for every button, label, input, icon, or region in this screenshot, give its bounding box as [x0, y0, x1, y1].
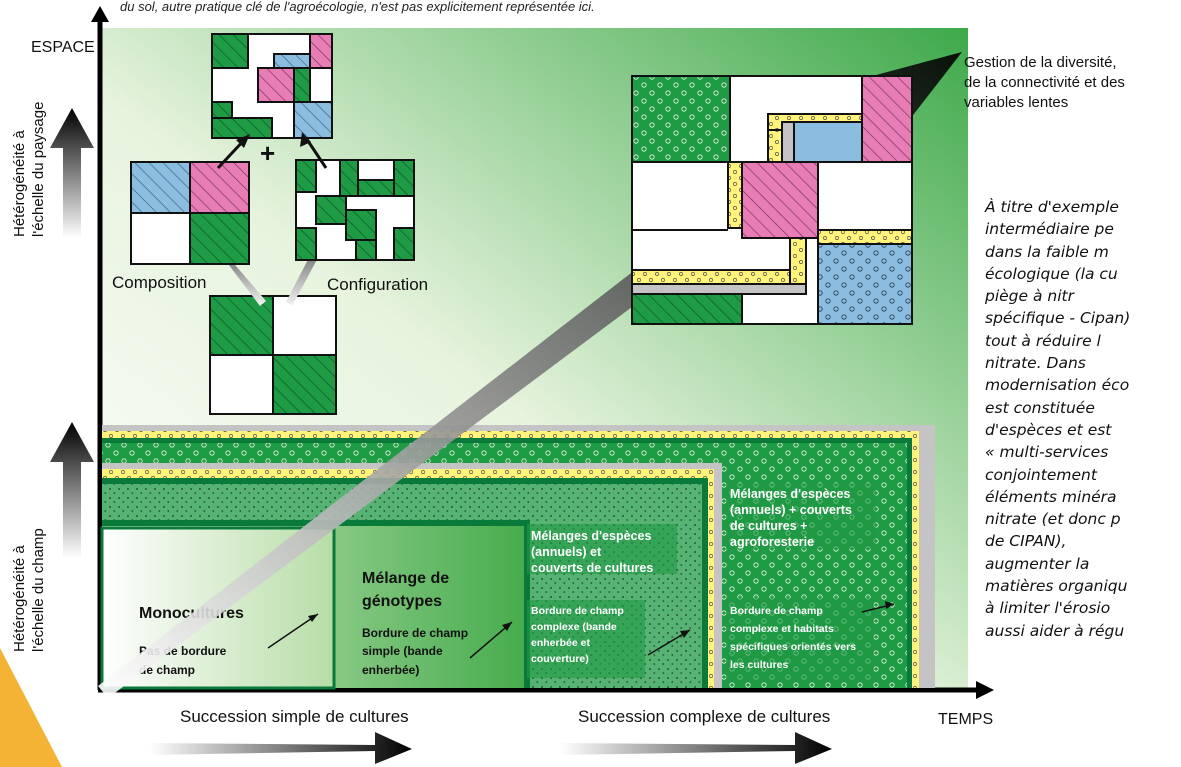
y-upper-label-line1: Hétérogénéité à [11, 130, 28, 237]
level2-detail-1: Bordure de champ [362, 626, 468, 640]
level4-title-4: agroforesterie [730, 535, 814, 549]
combined-landscape-block [211, 33, 333, 139]
composition-label: Composition [112, 273, 207, 292]
level3-title-1: Mélanges d'espèces [531, 529, 651, 543]
level3-title-2: (annuels) et [531, 545, 602, 559]
y-axis-arrowhead [91, 6, 109, 22]
side-text-line: d'espèces et est [985, 420, 1112, 439]
side-text-line: intermédiaire pe [985, 220, 1114, 239]
side-text-line: spécifique - Cipan) [985, 309, 1131, 328]
y-lower-label-line1: Hétérogénéité à [11, 545, 28, 652]
side-text-line: écologique (la cu [985, 264, 1118, 283]
goal-label-line1: Gestion de la diversité, [964, 54, 1117, 71]
side-text-line: tout à réduire l [985, 331, 1101, 350]
level3-detail-2: complexe (bande [531, 621, 617, 633]
configuration-label: Configuration [327, 275, 428, 294]
x-right-label: Succession complexe de cultures [578, 707, 830, 726]
side-text-line: à limiter l'érosio [985, 599, 1111, 618]
configuration-block [295, 159, 415, 261]
level2-title-2: génotypes [362, 593, 442, 610]
level1-trend-arrow [267, 613, 319, 649]
side-text-line: « multi-services [985, 443, 1109, 462]
configuration-merge-arrow [304, 137, 328, 169]
level4-title-1: Mélanges d'espèces [730, 487, 850, 501]
level3-detail-3: enherbée et [531, 637, 590, 649]
simple-succession-arrow [150, 732, 412, 764]
side-text-line: À titre d'exemple [985, 198, 1119, 216]
level4-detail-4: les cultures [730, 659, 789, 671]
side-text-line: modernisation éco [985, 376, 1130, 395]
level2-detail-2: simple (bande [362, 644, 443, 658]
level3-detail-4: couverture) [531, 653, 589, 665]
y-axis-label: ESPACE [31, 39, 95, 56]
level2-detail-3: enherbée) [362, 663, 419, 677]
side-text-line: éléments minéra [985, 487, 1117, 506]
level4-title-2: (annuels) + couverts [730, 503, 852, 517]
side-text-line: dans la faible m [985, 242, 1109, 261]
basic-landscape-block [209, 295, 337, 415]
level2-title-1: Mélange de [362, 570, 449, 587]
y-upper-label-line2: l'échelle du paysage [30, 102, 47, 237]
goal-label: Gestion de la diversité, de la connectiv… [964, 54, 1125, 111]
complex-succession-arrow [560, 732, 832, 764]
side-text-line: de CIPAN), [985, 532, 1067, 551]
side-text-excerpt: À titre d'exemple intermédiaire pe dans … [985, 196, 1181, 642]
level4-detail-1: Bordure de champ [730, 605, 823, 617]
side-text-line: nitrate (et donc p [985, 510, 1121, 529]
goal-label-line2: de la connectivité et des [964, 74, 1125, 91]
level4-detail-2: complexe et habitats [730, 623, 834, 635]
side-text-line: piège à nitr [985, 287, 1074, 306]
corner-badge [0, 648, 62, 767]
field-level-3: Mélanges d'espèces (annuels) et couverts… [527, 524, 691, 678]
level4-title-3: de cultures + [730, 519, 807, 533]
side-text-line: conjointement [985, 465, 1097, 484]
field-level-4: Mélanges d'espèces (annuels) + couverts … [726, 483, 895, 680]
composition-block [130, 161, 250, 265]
side-text-line: est constituée [985, 398, 1095, 417]
caption-fragment: du sol, autre pratique clé de l'agroécol… [120, 0, 595, 14]
level3-detail-1: Bordure de champ [531, 605, 624, 617]
landscape-heterogeneity-arrow [50, 108, 94, 238]
complex-landscape-block [631, 75, 913, 325]
y-lower-label-line2: l'échelle du champ [30, 528, 47, 652]
goal-label-line3: variables lentes [964, 94, 1068, 111]
x-axis-arrowhead [976, 681, 994, 699]
x-left-label: Succession simple de cultures [180, 707, 409, 726]
field-heterogeneity-arrow [50, 422, 94, 558]
field-level-2: Mélange de génotypes Bordure de champ si… [362, 570, 513, 677]
plus-sign: + [260, 138, 275, 168]
axes [97, 20, 978, 693]
x-axis-label: TEMPS [938, 711, 993, 728]
level3-title-3: couverts de cultures [531, 561, 653, 575]
side-text-line: nitrate. Dans [985, 354, 1086, 373]
level1-detail-2: de champ [139, 663, 195, 677]
side-text-line: aussi aider à régu [985, 621, 1125, 640]
side-text-line: matières organiqu [985, 577, 1128, 596]
side-text-line: augmenter la [985, 554, 1090, 573]
level4-detail-3: spécifiques orientés vers [730, 641, 856, 653]
